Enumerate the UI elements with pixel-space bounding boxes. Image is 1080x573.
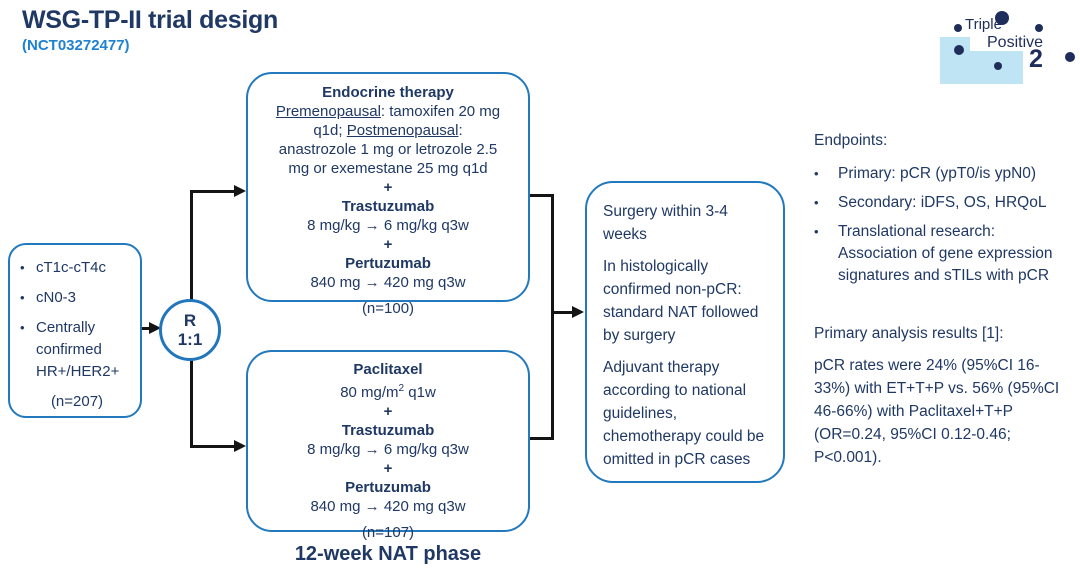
bullet-icon: • <box>814 166 819 181</box>
results-body: pCR rates were 24% (95%CI 16-33%) with E… <box>814 357 1060 466</box>
logo-dot-icon <box>954 24 962 32</box>
endpoints-title: Endpoints: <box>814 132 888 149</box>
plus-sign: + <box>383 460 393 477</box>
surgery-paragraph: Surgery within 3-4 weeks <box>603 203 728 243</box>
page-title: WSG-TP-II trial design <box>22 6 278 34</box>
endocrine-arm-box: Endocrine therapy Premenopausal: tamoxif… <box>246 72 530 317</box>
paclitaxel-arm-box: Paclitaxel 80 mg/m2 q1w + Trastuzumab 8 … <box>246 350 530 541</box>
nct-id: (NCT03272477) <box>22 37 130 54</box>
connector-line <box>190 358 193 448</box>
drug-dose: 80 mg/m2 q1w <box>340 383 436 401</box>
connector-line <box>190 445 236 448</box>
surgery-paragraph: Adjuvant therapy according to national g… <box>603 359 765 468</box>
connector-line <box>551 311 573 314</box>
eligibility-n-count: (n=207) <box>50 393 104 410</box>
bullet-icon: • <box>20 320 25 335</box>
logo-word-positive: Positive <box>987 34 1044 51</box>
eligibility-text: cN0-3 <box>36 289 77 306</box>
arrow-right-icon <box>234 185 246 197</box>
bullet-icon: • <box>814 224 819 239</box>
arm-text-line: mg or exemestane 25 mg q1d <box>288 160 488 177</box>
drug-name: Pertuzumab <box>345 255 431 272</box>
connector-line <box>551 194 554 440</box>
endpoint-item: • Translational research: Association of… <box>814 221 1076 287</box>
logo-block-shape <box>940 37 970 84</box>
surgery-paragraph: In histologically confirmed non-pCR: sta… <box>603 258 759 344</box>
drug-dose: 8 mg/kg → 6 mg/kg q3w <box>307 217 469 234</box>
drug-name: Trastuzumab <box>341 198 435 215</box>
endpoint-text: Translational research: Association of g… <box>838 223 1053 284</box>
eligibility-item: • Centrally confirmed HR+/HER2+ <box>20 317 134 383</box>
randomization-node: R 1:1 <box>159 299 221 361</box>
drug-name: Paclitaxel <box>353 361 423 378</box>
connector-line <box>530 194 554 197</box>
surgery-box: Surgery within 3-4 weeks In histological… <box>585 181 785 483</box>
arm-title: Endocrine therapy <box>322 84 454 101</box>
eligibility-text: Centrally confirmed HR+/HER2+ <box>36 319 120 380</box>
arm-n-count: (n=107) <box>361 524 415 541</box>
eligibility-item: • cT1c-cT4c <box>20 257 134 279</box>
logo-dot-icon <box>1065 52 1075 62</box>
drug-dose: 8 mg/kg → 6 mg/kg q3w <box>307 441 469 458</box>
plus-sign: + <box>383 403 393 420</box>
endpoint-text: Primary: pCR (ypT0/is ypN0) <box>838 165 1037 182</box>
arm-n-count: (n=100) <box>361 300 415 317</box>
logo-word-triple: Triple <box>965 16 1002 33</box>
connector-line <box>142 327 154 330</box>
drug-dose: 840 mg → 420 mg q3w <box>310 498 466 515</box>
triple-positive-2-logo: Triple Positive 2 <box>930 5 1080 100</box>
nat-phase-label: 12-week NAT phase <box>294 543 482 565</box>
eligibility-text: cT1c-cT4c <box>36 259 107 276</box>
logo-number: 2 <box>1029 45 1043 73</box>
logo-dot-icon <box>994 62 1002 70</box>
logo-dot-icon <box>954 45 964 55</box>
plus-sign: + <box>383 179 393 196</box>
logo-dot-icon <box>995 11 1009 25</box>
randomization-ratio: 1:1 <box>177 330 203 349</box>
connector-line <box>190 190 193 302</box>
arrow-right-icon <box>572 306 584 318</box>
arm-text-line: anastrozole 1 mg or letrozole 2.5 <box>278 141 498 158</box>
randomization-letter: R <box>183 311 197 330</box>
results-section: Primary analysis results [1]: pCR rates … <box>814 322 1070 469</box>
bullet-icon: • <box>814 195 819 210</box>
logo-dot-icon <box>1035 24 1043 32</box>
drug-dose: 840 mg → 420 mg q3w <box>310 274 466 291</box>
endpoint-item: • Primary: pCR (ypT0/is ypN0) <box>814 163 1076 185</box>
results-title: Primary analysis results [1]: <box>814 325 1004 342</box>
bullet-icon: • <box>20 260 25 275</box>
arrow-right-icon <box>149 322 161 334</box>
eligibility-box: • cT1c-cT4c • cN0-3 • Centrally confirme… <box>8 243 142 418</box>
connector-line <box>530 437 554 440</box>
endpoint-text: Secondary: iDFS, OS, HRQoL <box>838 194 1047 211</box>
bullet-icon: • <box>20 290 25 305</box>
endpoint-item: • Secondary: iDFS, OS, HRQoL <box>814 192 1076 214</box>
drug-name: Trastuzumab <box>341 422 435 439</box>
arm-text-line: Premenopausal: tamoxifen 20 mg <box>275 103 501 120</box>
connector-line <box>190 190 236 193</box>
endpoints-section: Endpoints: • Primary: pCR (ypT0/is ypN0)… <box>814 130 1076 294</box>
plus-sign: + <box>383 236 393 253</box>
eligibility-item: • cN0-3 <box>20 287 134 309</box>
arm-text-line: q1d; Postmenopausal: <box>313 122 463 139</box>
drug-name: Pertuzumab <box>345 479 431 496</box>
arrow-right-icon <box>234 440 246 452</box>
